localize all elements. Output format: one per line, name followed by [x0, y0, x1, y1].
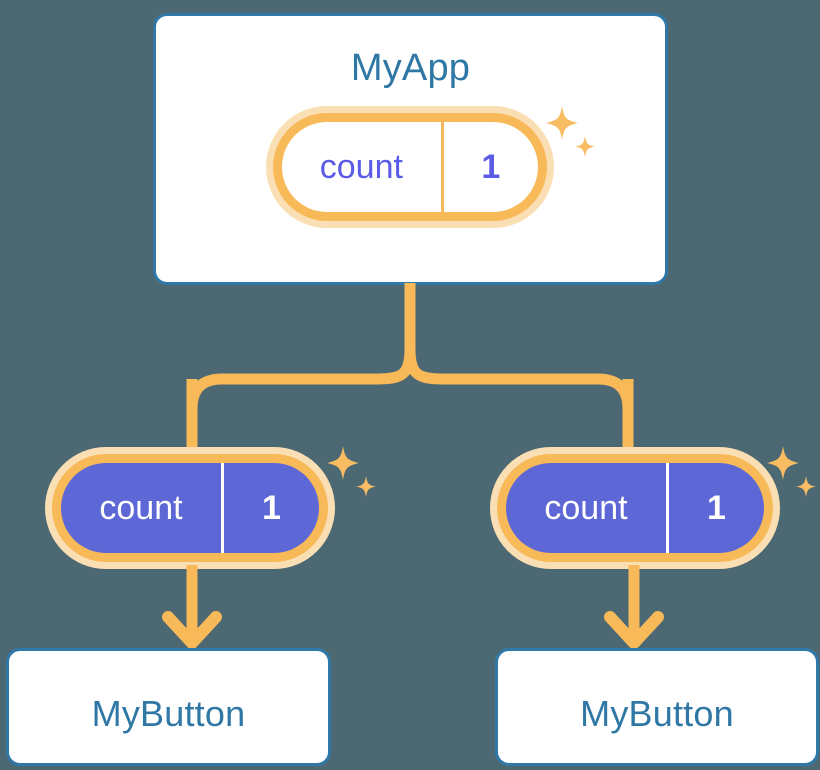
state-value-label: 1 — [481, 147, 501, 186]
arrow-down-icon — [604, 565, 664, 649]
tree-branch-connector — [186, 283, 634, 455]
pill-divider — [440, 122, 444, 212]
mybutton-card-right: MyButton — [495, 648, 819, 766]
state-key-label: count — [99, 488, 183, 527]
state-value-label: 1 — [262, 488, 281, 527]
child-state-pill-left: count 1 — [45, 447, 335, 569]
state-key-label: count — [544, 488, 628, 527]
child-state-pill-right: count 1 — [490, 447, 780, 569]
pill-divider — [220, 463, 224, 553]
pill-divider — [665, 463, 669, 553]
state-value-label: 1 — [707, 488, 726, 527]
arrow-down-icon — [162, 565, 222, 649]
pill-body: count 1 — [506, 463, 764, 553]
mybutton-card-left: MyButton — [6, 648, 331, 766]
myapp-state-pill: count 1 — [266, 106, 554, 228]
pill-body: count 1 — [282, 122, 538, 212]
mybutton-card-title: MyButton — [91, 693, 246, 734]
state-key-label: count — [319, 147, 403, 186]
mybutton-card-title: MyButton — [580, 693, 734, 734]
myapp-card-title: MyApp — [350, 47, 471, 89]
pill-body: count 1 — [61, 463, 319, 553]
